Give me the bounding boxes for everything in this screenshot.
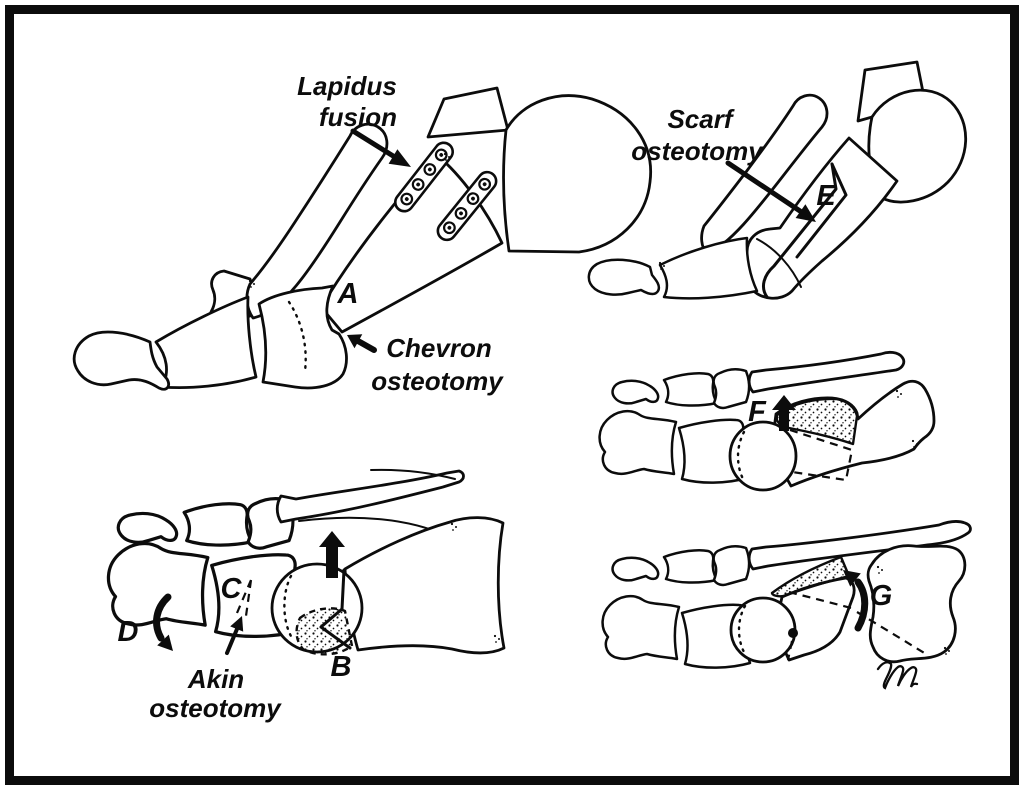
marker-b: B — [331, 651, 352, 683]
elevation-arrow-icon — [772, 395, 796, 431]
chevron-arrow-icon — [347, 334, 377, 353]
marker-f: F — [748, 396, 767, 428]
rotation-axis-dot — [788, 628, 798, 638]
label-lapidus-line2: fusion — [319, 102, 397, 132]
bone-hallux-distal-phalanx — [587, 258, 661, 296]
marker-c: C — [221, 573, 243, 605]
bone-cuneiform-mass — [502, 94, 653, 254]
bone-first-metatarsal-base — [866, 544, 967, 664]
scarf-cut-line-proximal — [795, 162, 848, 259]
fusion-plate-medial — [393, 141, 455, 213]
derotation-arrow-icon — [153, 593, 173, 651]
joint-stipple-dots — [248, 152, 450, 288]
original-position-outline — [786, 590, 927, 661]
panel-akin-lateral: C D B Akin osteotomy — [106, 468, 506, 723]
panel-dorsal-wedge: F — [598, 350, 936, 492]
bone-first-metatarsal-shaft — [343, 516, 506, 655]
opening-wedge-graft-stipple — [770, 555, 851, 598]
label-akin-line1: Akin — [187, 664, 244, 694]
label-scarf-line1: Scarf — [667, 104, 734, 134]
joint-stipple-dots — [876, 565, 950, 655]
marker-d: D — [118, 616, 139, 648]
label-lapidus-line1: Lapidus — [297, 71, 397, 101]
panel-scarf: Scarf osteotomy E — [587, 60, 968, 300]
marker-a: A — [337, 278, 359, 310]
bone-navicular-wedge — [426, 86, 510, 139]
marker-e: E — [816, 180, 837, 212]
joint-stipple-dots — [450, 522, 500, 643]
articular-margin-dots — [737, 604, 747, 656]
dorsal-shift-arrow-icon — [319, 531, 345, 578]
bone-second-metatarsal — [275, 469, 465, 524]
panel-lapidus-chevron: Lapidus fusion A Chevron osteotomy — [72, 71, 653, 396]
bone-first-metatarsal-head — [729, 596, 797, 664]
label-chevron-line1: Chevron — [386, 333, 491, 363]
articular-margin-dots — [736, 430, 746, 483]
label-scarf-line2: osteotomy — [631, 136, 764, 166]
fusion-plate-lateral — [436, 170, 498, 242]
akin-wedge-outline — [235, 579, 253, 617]
akin-arrow-icon — [225, 616, 244, 655]
resected-wedge-stipple — [295, 607, 354, 656]
metatarsal-neck-line — [756, 238, 802, 288]
bone-first-metatarsal-head — [728, 420, 798, 492]
third-metatarsal-hint-line — [370, 468, 456, 480]
label-akin-line2: osteotomy — [149, 693, 282, 723]
scarf-cut-line-distal — [762, 162, 838, 299]
bone-hallux-proximal-phalanx — [658, 236, 759, 300]
label-chevron-line2: osteotomy — [371, 366, 504, 396]
bone-second-metatarsal — [747, 350, 906, 394]
artist-monogram-icon — [876, 661, 919, 690]
scarf-arrow-icon — [725, 160, 816, 222]
bone-hallux-distal-phalanx — [72, 330, 170, 391]
rotation-arrow-icon — [843, 570, 869, 632]
original-position-outline — [789, 428, 854, 482]
articular-margin-dots — [283, 574, 294, 640]
lapidus-arrow-icon — [350, 128, 411, 167]
panel-plantar-wedge: G — [601, 520, 972, 690]
joint-stipple-dots — [658, 261, 665, 270]
joint-stipple-dots — [895, 389, 918, 448]
marker-g: G — [870, 580, 893, 612]
head-cut-vertical — [340, 568, 346, 611]
bone-second-metatarsal — [747, 520, 972, 571]
